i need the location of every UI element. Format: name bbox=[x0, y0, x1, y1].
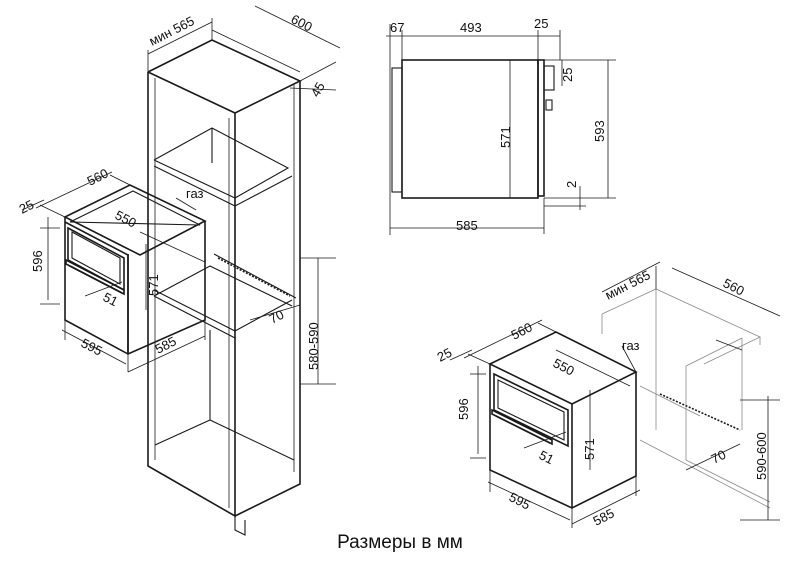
tall-dim-gas: газ bbox=[186, 186, 204, 201]
undercounter-drawing bbox=[449, 261, 781, 528]
tall-dim-offset: 45 bbox=[308, 79, 328, 99]
side-dim-gap-bottom: 2 bbox=[564, 181, 579, 188]
under-dim-height: 596 bbox=[456, 398, 471, 420]
tall-dim-width: 600 bbox=[289, 11, 315, 34]
under-dim-body-depth: 585 bbox=[591, 505, 617, 528]
side-dim-total-depth: 585 bbox=[456, 218, 478, 233]
tall-dim-height: 596 bbox=[30, 250, 45, 272]
under-dim-niche-height: 571 bbox=[582, 438, 597, 460]
under-dim-vent: 70 bbox=[709, 447, 729, 467]
side-view-drawing bbox=[386, 24, 616, 235]
tall-dim-body-depth: 585 bbox=[153, 333, 179, 356]
side-dim-back: 25 bbox=[534, 16, 548, 31]
side-dim-body: 493 bbox=[460, 20, 482, 35]
tall-dim-niche-height: 571 bbox=[146, 274, 161, 296]
tall-dim-inner-width: 550 bbox=[113, 207, 139, 230]
tall-dim-front-offset: 25 bbox=[17, 197, 37, 217]
under-dim-gas: газ bbox=[622, 338, 640, 353]
tall-cabinet-drawing bbox=[21, 5, 341, 536]
caption: Размеры в мм bbox=[337, 532, 463, 553]
tall-dim-handle: 51 bbox=[101, 289, 121, 309]
side-dim-panel: 67 bbox=[390, 20, 404, 35]
under-dim-depth-min: мин 565 bbox=[603, 267, 653, 302]
under-dim-opening-height: 590-600 bbox=[754, 432, 769, 480]
side-dim-gap-top: 25 bbox=[560, 68, 575, 82]
under-dim-inner-width: 550 bbox=[551, 355, 577, 378]
side-dim-total-height: 593 bbox=[592, 120, 607, 142]
tall-dim-depth-min: мин 565 bbox=[147, 13, 197, 48]
tall-dim-niche-width: 560 bbox=[85, 165, 111, 188]
under-dim-width: 560 bbox=[509, 319, 535, 342]
under-dim-front-offset: 25 bbox=[435, 345, 455, 365]
tall-dim-opening-height: 580-590 bbox=[306, 322, 321, 370]
tall-dim-vent: 70 bbox=[267, 307, 287, 327]
side-dim-inner-height: 571 bbox=[498, 126, 513, 148]
under-dim-handle: 51 bbox=[537, 447, 557, 467]
under-dim-niche-width: 560 bbox=[721, 275, 747, 298]
